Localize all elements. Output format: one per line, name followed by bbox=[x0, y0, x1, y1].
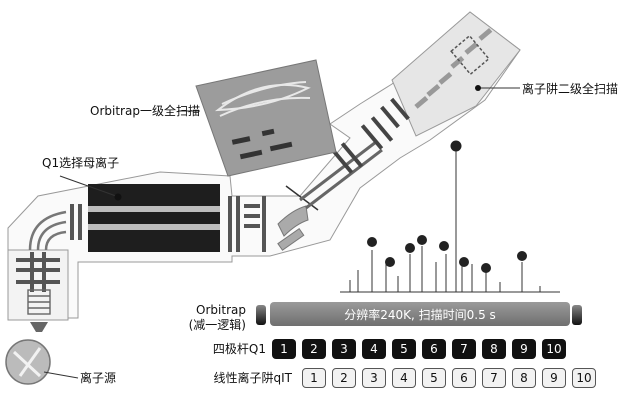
transfer-lens-stack bbox=[330, 116, 394, 174]
qit-cell-7: 7 bbox=[482, 368, 506, 388]
qit-cell-2: 2 bbox=[332, 368, 356, 388]
c-trap bbox=[277, 205, 309, 251]
q1-cell-5: 5 bbox=[392, 339, 416, 359]
ion-trap-lenses bbox=[380, 97, 410, 129]
orbitrap-row-sublabel: (减一逻辑) bbox=[188, 318, 246, 332]
source-lenses bbox=[16, 252, 60, 292]
selected-precursor-markers bbox=[367, 140, 527, 273]
orbitrap-module bbox=[195, 59, 337, 177]
ion-source-nozzle bbox=[30, 322, 48, 332]
ion-trap-cell bbox=[450, 34, 490, 76]
orbitrap-optics bbox=[231, 128, 293, 160]
qit-cell-4: 4 bbox=[392, 368, 416, 388]
qit-cell-5: 5 bbox=[422, 368, 446, 388]
q1-cell-8: 8 bbox=[482, 339, 506, 359]
transfer-multipole bbox=[299, 140, 383, 210]
transfer-lenses bbox=[228, 196, 266, 252]
bent-ion-guide bbox=[28, 210, 67, 251]
qit-row-label: 线性离子阱qIT bbox=[213, 371, 293, 385]
q1-cell-2: 2 bbox=[302, 339, 326, 359]
qit-cell-1: 1 bbox=[302, 368, 326, 388]
orbitrap-row-label: Orbitrap bbox=[196, 303, 246, 317]
q1-cell-7: 7 bbox=[452, 339, 476, 359]
label-iontrap-ms2: 离子阱二级全扫描 bbox=[522, 82, 619, 96]
q1-cell-6: 6 bbox=[422, 339, 446, 359]
qit-cell-3: 3 bbox=[362, 368, 386, 388]
label-q1-select: Q1选择母离子 bbox=[42, 156, 120, 170]
orbitrap-scan-bar: 分辨率240K, 扫描时间0.5 s bbox=[270, 302, 570, 326]
ion-trap-module bbox=[391, 11, 521, 137]
orbitrap-bar-right-cap bbox=[572, 305, 582, 325]
ion-source-icon bbox=[5, 339, 51, 385]
qit-cell-6: 6 bbox=[452, 368, 476, 388]
qit-cell-8: 8 bbox=[512, 368, 536, 388]
ion-trap-electrodes bbox=[414, 27, 493, 109]
q1-cell-4: 4 bbox=[362, 339, 386, 359]
mass-spectrum bbox=[340, 146, 560, 293]
qit-cell-9: 9 bbox=[542, 368, 566, 388]
quadrupole-q1-body bbox=[88, 184, 220, 252]
q1-row-label: 四极杆Q1 bbox=[212, 342, 266, 356]
guide-lenses bbox=[70, 204, 82, 240]
q1-cell-1: 1 bbox=[272, 339, 296, 359]
s-lens bbox=[27, 289, 51, 315]
orbitrap-analyzer-icon bbox=[214, 81, 311, 117]
label-orbitrap-ms1: Orbitrap一级全扫描 bbox=[90, 104, 200, 118]
qit-cell-10: 10 bbox=[572, 368, 596, 388]
q1-cell-10: 10 bbox=[542, 339, 566, 359]
orbitrap-bar-left-cap bbox=[256, 305, 266, 325]
q1-cell-3: 3 bbox=[332, 339, 356, 359]
q1-cell-9: 9 bbox=[512, 339, 536, 359]
label-ion-source: 离子源 bbox=[80, 371, 117, 385]
